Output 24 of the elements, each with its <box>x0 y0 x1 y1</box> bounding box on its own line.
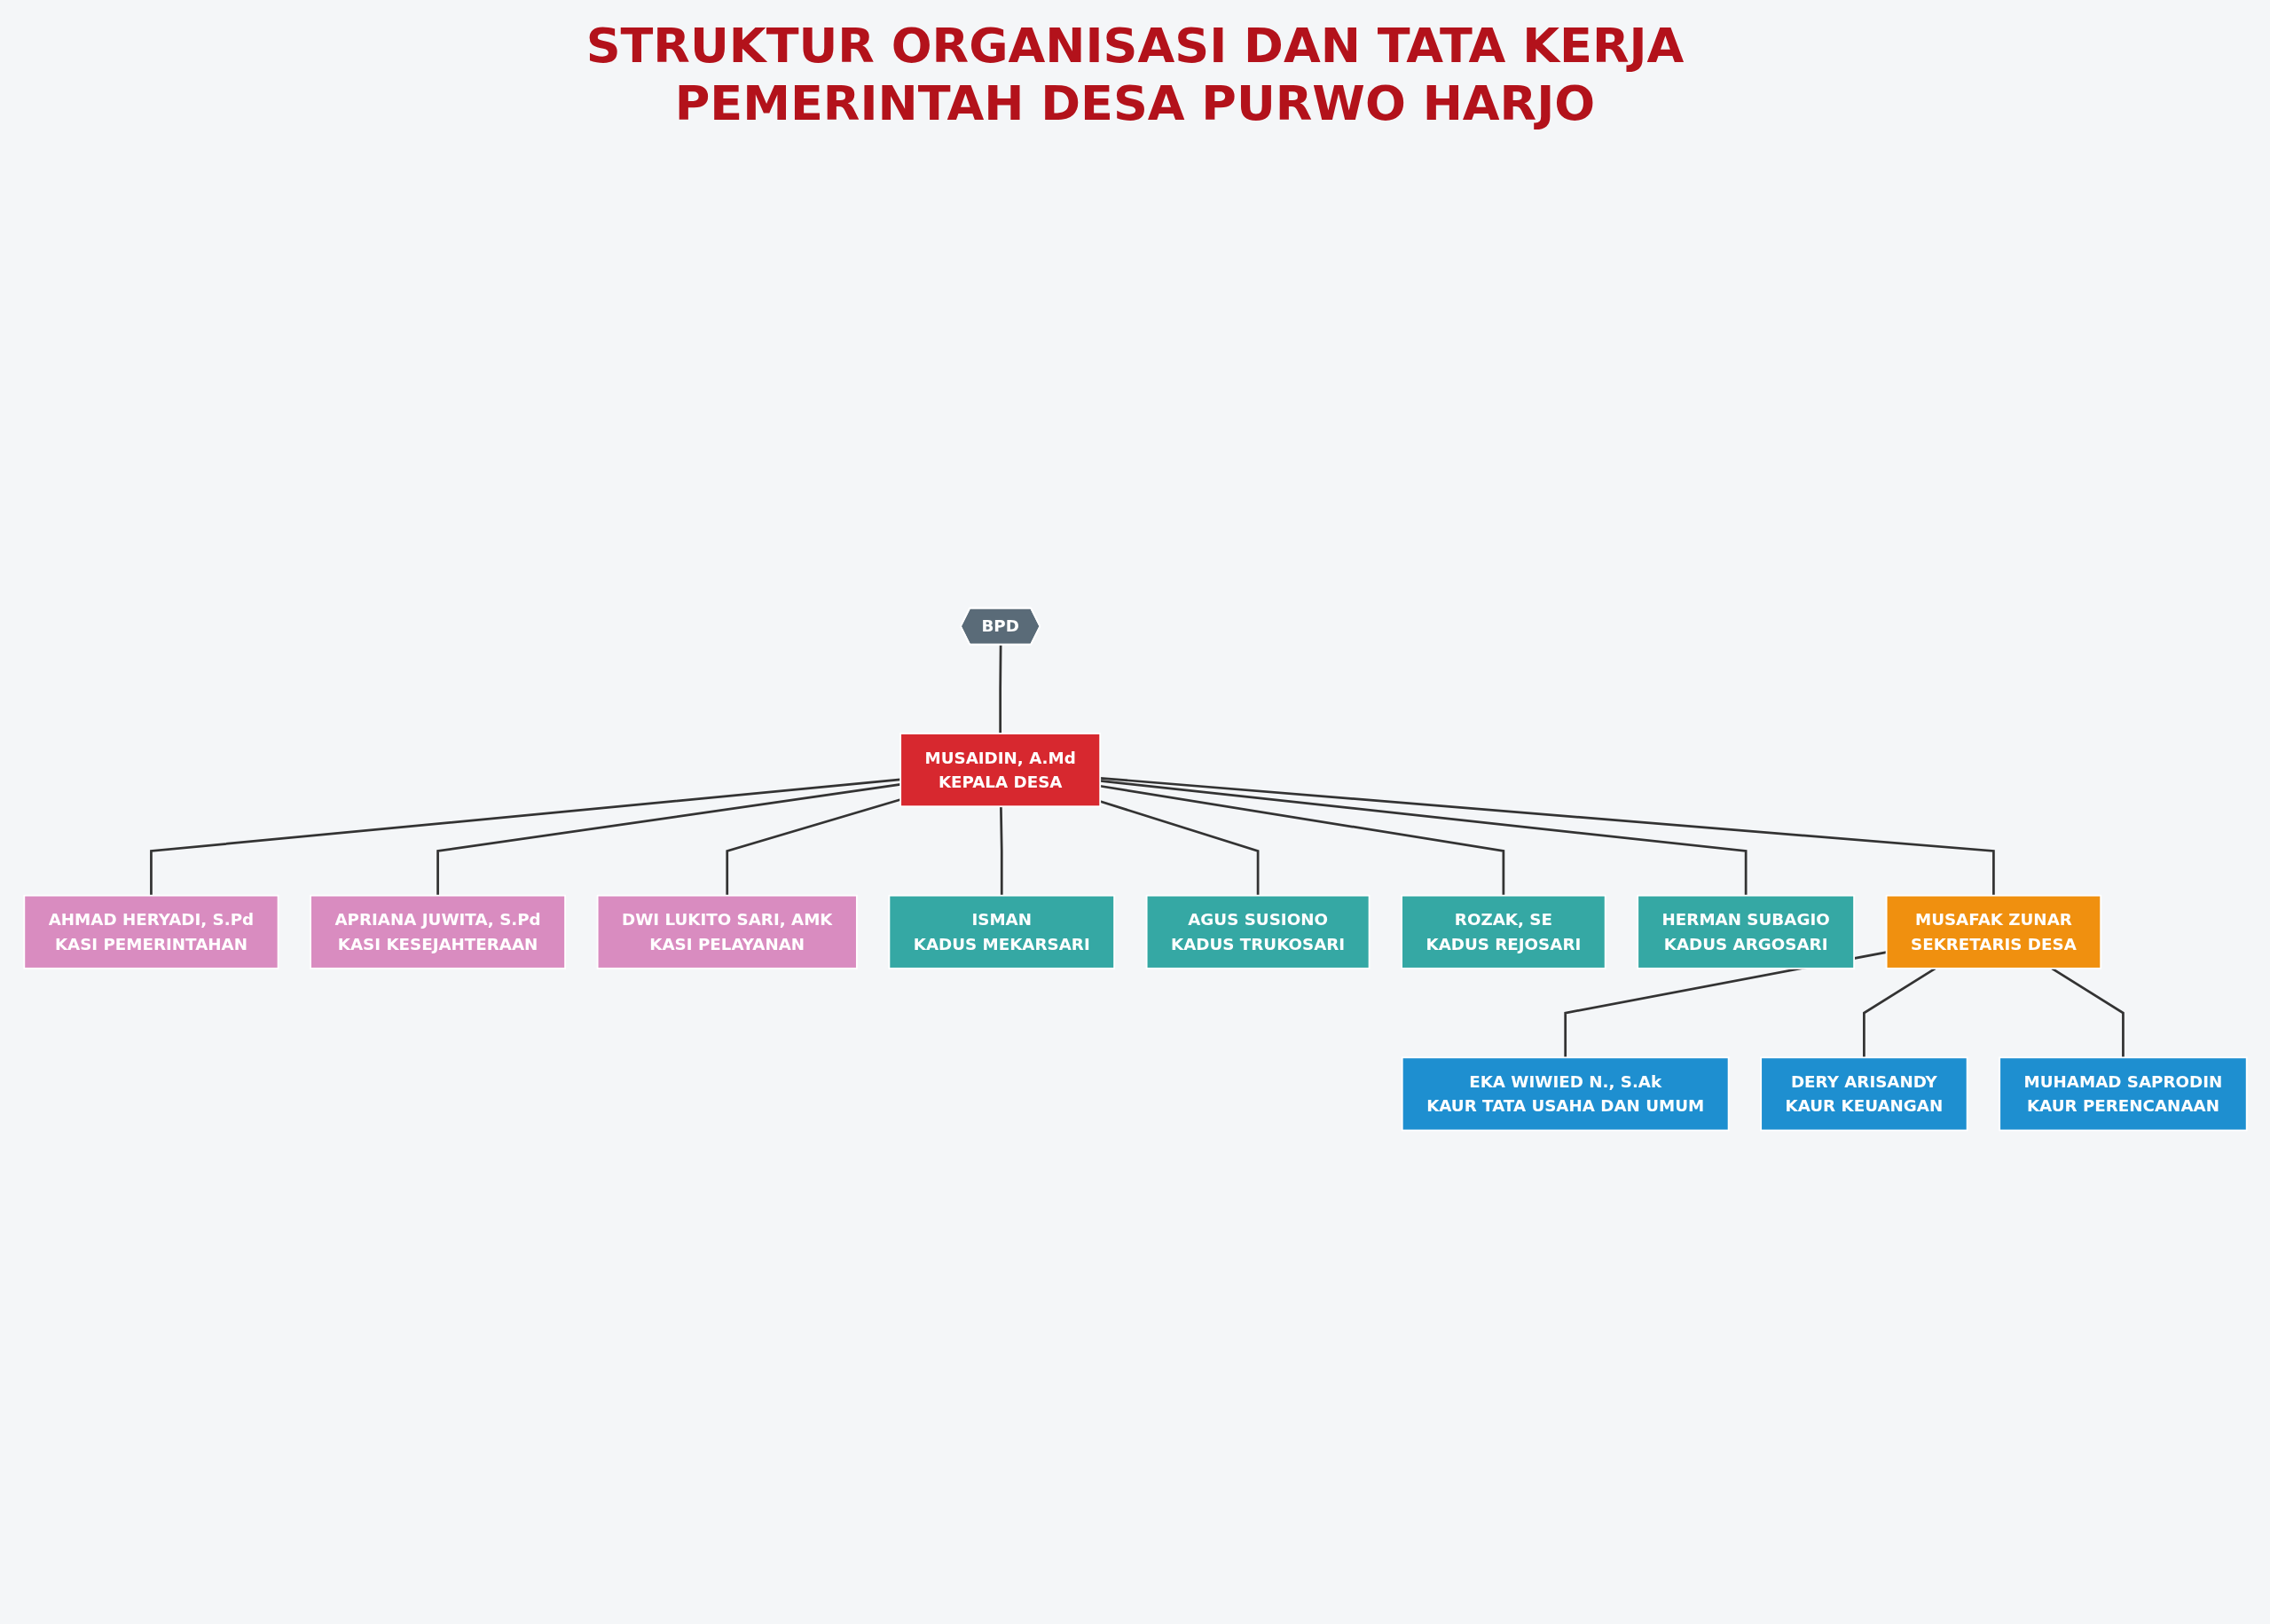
node-box: MUHAMAD SAPRODIN KAUR PERENCANAAN <box>1998 1056 2248 1131</box>
connector <box>725 797 900 896</box>
node-box: DWI LUKITO SARI, AMK KASI PELAYANAN <box>596 894 858 969</box>
connector <box>1099 779 1747 896</box>
node-box: EKA WIWIED N., S.Ak KAUR TATA USAHA DAN UMUM <box>1401 1056 1730 1131</box>
connector <box>436 782 900 896</box>
connector <box>149 778 900 896</box>
node-box: DERY ARISANDY KAUR KEUANGAN <box>1759 1056 1968 1131</box>
connector <box>1862 967 1936 1057</box>
node-box: ROZAK, SE KADUS REJOSARI <box>1400 894 1606 969</box>
diagram-title: STRUKTUR ORGANISASI DAN TATA KERJA PEMERINTAH DESA PURWO HARJO <box>585 18 1685 133</box>
node-box: HERMAN SUBAGIO KADUS ARGOSARI <box>1636 894 1855 969</box>
node-box: AHMAD HERYADI, S.Pd KASI PEMERINTAHAN <box>22 894 279 969</box>
connector <box>1099 784 1504 896</box>
node-box: MUSAIDIN, A.Md KEPALA DESA <box>899 732 1101 807</box>
connector <box>999 805 1003 896</box>
node-box: APRIANA JUWITA, S.Pd KASI KESEJAHTERAAN <box>309 894 566 969</box>
node-box: AGUS SUSIONO KADUS TRUKOSARI <box>1145 894 1370 969</box>
node-box: ISMAN KADUS MEKARSARI <box>887 894 1115 969</box>
connector <box>1099 799 1259 896</box>
node-box: MUSAFAK ZUNAR SEKRETARIS DESA <box>1885 894 2101 969</box>
connector <box>998 644 1001 734</box>
connector <box>2050 967 2125 1057</box>
connector <box>1099 776 1995 896</box>
